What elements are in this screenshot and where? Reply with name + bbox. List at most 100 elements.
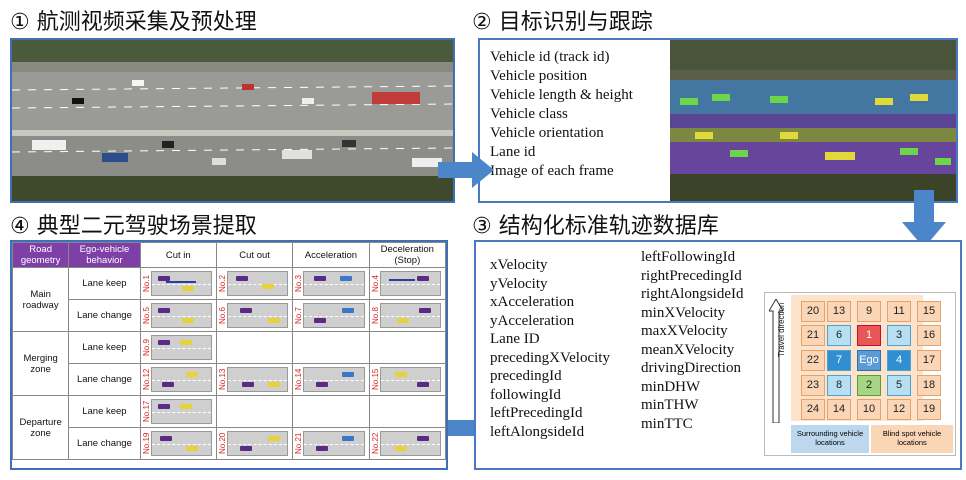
data-field: leftFollowingId xyxy=(641,249,736,265)
data-field: maxXVelocity xyxy=(641,323,728,339)
scene-cell: No.13 xyxy=(215,363,294,396)
step-3-title: ③ 结构化标准轨迹数据库 xyxy=(472,214,719,239)
data-field: minTTC xyxy=(641,415,693,432)
scene-cell: No.1 xyxy=(139,267,217,300)
scene-number: No.7 xyxy=(294,307,304,324)
scene-thumbnail xyxy=(226,303,289,328)
info-line: Lane id xyxy=(490,144,536,160)
header-cut-out: Cut out xyxy=(215,242,294,268)
info-line: Vehicle class xyxy=(490,106,568,122)
header-road-geometry: Road geometry xyxy=(12,242,70,268)
grid-cell-21: 21 xyxy=(801,325,825,346)
scene-number: No.19 xyxy=(141,432,151,455)
data-field: leftPrecedingId xyxy=(490,405,583,421)
grid-cell-9: 9 xyxy=(857,301,881,322)
scene-number: No.12 xyxy=(141,368,151,391)
scene-number: No.6 xyxy=(217,307,227,324)
scene-cell: No.14 xyxy=(292,363,370,396)
scene-number: No.22 xyxy=(370,432,380,455)
scene-number: No.21 xyxy=(294,432,304,455)
legend-surrounding: Surrounding vehicle locations xyxy=(791,425,869,453)
data-field: minDHW xyxy=(641,378,701,395)
scene-thumbnail xyxy=(303,431,365,456)
data-field: followingId xyxy=(490,386,561,403)
travel-direction-label: Travel direction xyxy=(777,302,786,357)
scene-thumbnail xyxy=(303,271,365,296)
scene-thumbnail xyxy=(379,271,441,296)
scene-thumbnail xyxy=(150,303,212,328)
travel-direction-arrow-icon xyxy=(769,299,783,423)
data-field: rightAlongsideId xyxy=(641,286,744,302)
row-merging-zone: Merging zone xyxy=(12,331,70,396)
scene-number: No.2 xyxy=(217,275,227,292)
grid-cell-12: 12 xyxy=(887,399,911,420)
data-field: Lane ID xyxy=(490,331,540,347)
grid-cell-1: 1 xyxy=(857,325,881,346)
data-field: precedingId xyxy=(490,368,562,384)
data-field: rightPrecedingId xyxy=(641,267,742,284)
header-ego-behavior: Ego-vehicle behavior xyxy=(68,242,141,268)
empty-cell xyxy=(292,331,370,364)
grid-cell-13: 13 xyxy=(827,301,851,322)
scene-cell: No.8 xyxy=(368,299,446,332)
scene-cell: No.4 xyxy=(368,267,446,300)
behavior-lane-change: Lane change xyxy=(68,299,141,332)
scene-number: No.1 xyxy=(141,275,151,292)
behavior-lane-keep: Lane keep xyxy=(68,267,141,300)
scene-number: No.4 xyxy=(370,275,380,292)
scene-number: No.17 xyxy=(141,400,151,423)
info-line: Vehicle id (track id) xyxy=(490,49,610,65)
data-fields-left: xVelocity yVelocity xAcceleration yAccel… xyxy=(490,256,610,441)
data-field: xVelocity xyxy=(490,257,548,273)
grid-cell-18: 18 xyxy=(917,375,941,396)
scenario-table: Road geometry Ego-vehicle behavior Cut i… xyxy=(12,242,446,460)
scene-cell: No.7 xyxy=(292,299,370,332)
scene-thumbnail xyxy=(150,335,212,360)
scenario-table-panel: Road geometry Ego-vehicle behavior Cut i… xyxy=(10,240,448,470)
info-line: Image of each frame xyxy=(490,163,614,179)
grid-cell-6: 6 xyxy=(827,325,851,346)
scene-number: No.3 xyxy=(294,275,304,292)
header-acceleration: Acceleration xyxy=(292,242,370,268)
data-field: leftAlongsideId xyxy=(490,423,585,440)
grid-cell-22: 22 xyxy=(801,350,825,371)
grid-cell-ego: Ego xyxy=(857,350,881,371)
scene-thumbnail xyxy=(226,271,289,296)
scene-thumbnail xyxy=(303,303,365,328)
info-line: Vehicle position xyxy=(490,68,588,84)
behavior-lane-change: Lane change xyxy=(68,427,141,460)
empty-cell xyxy=(292,395,370,428)
scene-thumbnail xyxy=(226,367,289,392)
empty-cell xyxy=(215,331,294,364)
empty-cell xyxy=(215,395,294,428)
row-main-roadway: Main roadway xyxy=(12,267,70,332)
scene-thumbnail xyxy=(150,367,212,392)
grid-cell-8: 8 xyxy=(827,375,851,396)
scene-thumbnail xyxy=(226,431,289,456)
aerial-video-image xyxy=(10,38,455,203)
grid-cell-11: 11 xyxy=(887,301,911,322)
scene-thumbnail xyxy=(150,271,212,296)
scene-thumbnail xyxy=(303,367,365,392)
scene-cell: No.5 xyxy=(139,299,217,332)
scene-number: No.8 xyxy=(370,307,380,324)
grid-cell-5: 5 xyxy=(887,375,911,396)
scene-thumbnail xyxy=(150,399,212,424)
data-field: xAcceleration xyxy=(490,294,575,310)
scene-thumbnail xyxy=(150,431,212,456)
data-field: drivingDirection xyxy=(641,360,741,376)
grid-cell-16: 16 xyxy=(917,325,941,346)
step-2-title: ② 目标识别与跟踪 xyxy=(472,10,653,35)
tracking-result-panel: Vehicle id (track id) Vehicle position V… xyxy=(478,38,958,203)
header-cut-in: Cut in xyxy=(139,242,217,268)
empty-cell xyxy=(368,331,446,364)
step-1-title: ① 航测视频采集及预处理 xyxy=(10,10,257,35)
row-departure-zone: Departure zone xyxy=(12,395,70,460)
grid-cell-2: 2 xyxy=(857,375,881,396)
data-fields-right: leftFollowingId rightPrecedingId rightAl… xyxy=(641,248,744,433)
grid-cell-14: 14 xyxy=(827,399,851,420)
grid-cell-15: 15 xyxy=(917,301,941,322)
behavior-lane-keep: Lane keep xyxy=(68,395,141,428)
scene-number: No.13 xyxy=(217,368,227,391)
scene-cell: No.19 xyxy=(139,427,217,460)
